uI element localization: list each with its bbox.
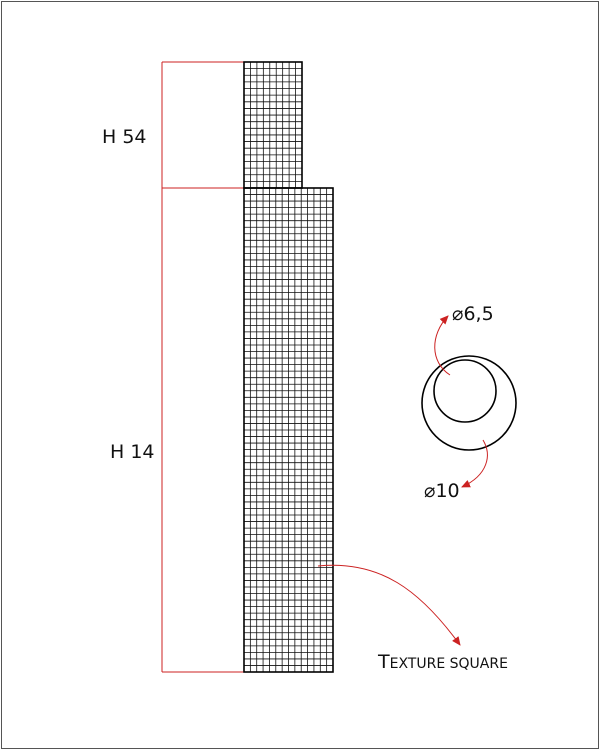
texture-label-rest: EXTURE SQUARE bbox=[390, 656, 508, 672]
texture-square-label: TEXTURE SQUARE bbox=[377, 651, 508, 673]
lower-grid-lines bbox=[244, 188, 333, 672]
outer-diameter-label: ⌀10 bbox=[424, 480, 460, 502]
upper-block-outline bbox=[243, 61, 303, 189]
dimension-lines bbox=[161, 61, 244, 673]
inner-diameter-arrow-icon bbox=[434, 315, 451, 376]
upper-grid-lines bbox=[244, 62, 302, 188]
texture-label-initial: T bbox=[377, 651, 390, 673]
upper-grid-block bbox=[243, 61, 303, 189]
outer-diameter-circle bbox=[421, 355, 517, 451]
cross-section bbox=[421, 355, 517, 451]
lower-height-label: H 14 bbox=[110, 441, 155, 463]
outer-diameter-arrow-icon bbox=[461, 439, 488, 488]
upper-height-label: H 54 bbox=[102, 126, 147, 148]
inner-diameter-label: ⌀6,5 bbox=[452, 303, 494, 325]
lower-grid-block bbox=[243, 187, 334, 673]
texture-arrow-icon bbox=[317, 564, 461, 646]
lower-block-outline bbox=[243, 187, 334, 673]
inner-diameter-circle bbox=[433, 359, 497, 423]
